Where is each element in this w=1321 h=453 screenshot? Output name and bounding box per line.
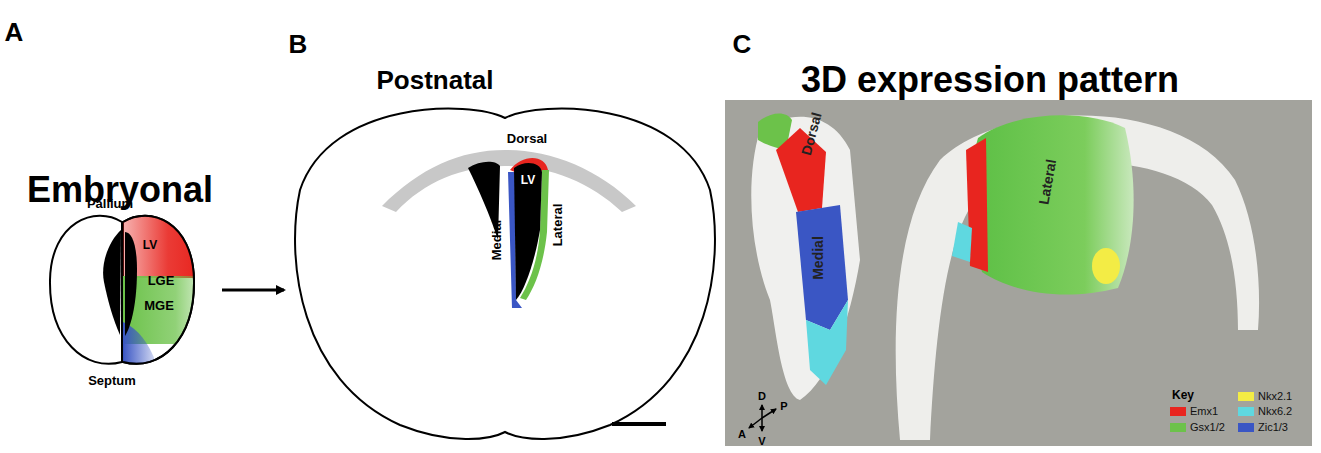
- legend-swatch: [1238, 392, 1254, 401]
- legend-text: Gsx1/2: [1190, 421, 1225, 433]
- development-arrow: [222, 289, 284, 292]
- region-label: Medial: [490, 220, 504, 260]
- legend-swatch: [1170, 423, 1186, 432]
- panel-title: 3D expression pattern: [801, 60, 1179, 100]
- right-hemisphere-outline: [123, 216, 194, 364]
- axis-label: V: [758, 435, 765, 447]
- region-label: LV: [521, 174, 535, 187]
- region-label: MGE: [144, 299, 174, 313]
- region-label: Dorsal: [507, 132, 547, 146]
- posterior-arch: [896, 115, 1259, 440]
- panel-letter: C: [733, 30, 752, 59]
- legend-text: Nkx6.2: [1258, 405, 1292, 417]
- region-label: Medial: [811, 236, 826, 280]
- scale-bar: [612, 422, 666, 426]
- anterior-cyan: [806, 300, 848, 385]
- legend-swatch: [1170, 407, 1186, 416]
- legend-entry: Nkx6.2: [1238, 405, 1292, 417]
- legend-entry: Emx1: [1170, 405, 1218, 417]
- lateral-wall-green: [971, 115, 1134, 294]
- region-label: Septum: [88, 374, 136, 388]
- left-hemisphere: [50, 216, 122, 364]
- region-label: Pallium: [87, 197, 133, 211]
- lateral-ventricle: [514, 163, 542, 300]
- lateral-wall-yellow: [1092, 248, 1120, 284]
- left-ventricle: [103, 230, 121, 335]
- axis-dv: [761, 418, 763, 431]
- region-label: LGE: [148, 274, 175, 288]
- region-label: LV: [143, 239, 157, 252]
- legend-text: Emx1: [1190, 405, 1218, 417]
- panel-title: Postnatal: [376, 66, 493, 95]
- panel-letter: A: [5, 18, 24, 47]
- axis-symbol: [749, 405, 776, 431]
- postnatal-brain: [295, 109, 715, 439]
- right-ventricle: [125, 232, 137, 336]
- anterior-horn: [751, 117, 860, 400]
- legend-text: Zic1/3: [1258, 421, 1288, 433]
- legend-heading: Key: [1172, 389, 1194, 402]
- axis-label: A: [738, 428, 746, 440]
- legend-entry: Gsx1/2: [1170, 421, 1225, 433]
- axis-dv: [761, 405, 763, 418]
- legend-swatch: [1238, 407, 1254, 416]
- axis-label: D: [758, 390, 766, 402]
- panel-letter: B: [289, 30, 308, 59]
- legend-swatch: [1238, 423, 1254, 432]
- axis-label: P: [780, 400, 787, 412]
- region-label: Dorsal: [799, 111, 825, 157]
- 3d-rendering: [725, 100, 1312, 446]
- embryonic-brain: [50, 212, 198, 370]
- axis-ap: [762, 409, 776, 418]
- render-background: [725, 100, 1312, 446]
- legend-entry: Zic1/3: [1238, 421, 1288, 433]
- lateral-wall-cyan: [952, 222, 972, 262]
- brain-outline: [295, 109, 715, 439]
- region-label: Lateral: [1036, 158, 1059, 206]
- region-label: Lateral: [551, 204, 565, 247]
- anterior-blue: [796, 205, 848, 330]
- legend-text: Nkx2.1: [1258, 390, 1292, 402]
- axis-ap: [749, 418, 762, 428]
- legend-entry: Nkx2.1: [1238, 390, 1292, 402]
